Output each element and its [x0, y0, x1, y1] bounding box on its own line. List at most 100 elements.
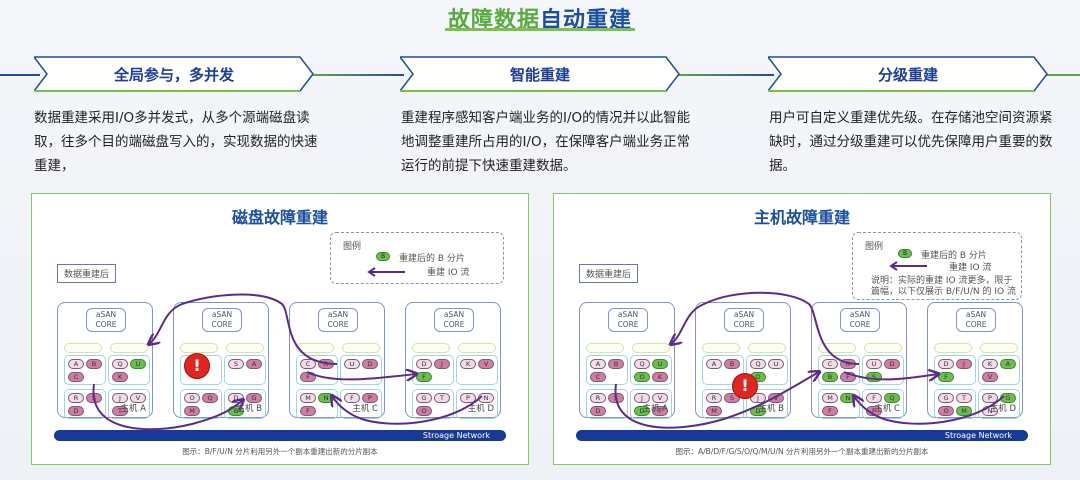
disk-slot [632, 343, 670, 353]
feature-title: 智能重建 [509, 66, 570, 84]
host-label: 主机 A [120, 404, 146, 414]
host-label: 主机 B [236, 404, 262, 414]
feature-title: 全局参与，多并发 [113, 66, 234, 84]
legend-box: 图例 B 重建后的 B 分片 重建 IO 流 说明：实际的重建 IO 流更多，限… [852, 232, 1022, 300]
shard-u: U [866, 359, 882, 369]
disk-slot [180, 343, 218, 353]
shard-s: S [86, 393, 102, 403]
shard-c: C [590, 372, 606, 382]
shard-b: B [608, 359, 624, 369]
shard-r: R [318, 359, 334, 369]
disk-slot [702, 343, 740, 353]
banner-shape [34, 56, 314, 92]
disk-slot [296, 343, 334, 353]
feature-description: 数据重建采用I/O多并发式，从多个源端磁盘读取，往多个目的端磁盘写入的，实现数据… [34, 110, 318, 174]
legend-title: 图例 [865, 242, 884, 252]
rebuilt-shard-f: F [416, 372, 432, 382]
shard-r: R [840, 359, 856, 369]
shard-j: J [956, 359, 972, 369]
legend-chip: B [376, 252, 390, 261]
rebuilt-shard-m: M [956, 406, 972, 416]
feature-description: 重建程序感知客户端业务的I/O的情况并以此智能地调整重建所占用的I/O，在保障客… [401, 110, 691, 174]
host-label: 主机 D [467, 404, 494, 414]
fault-warning-icon: ! [184, 353, 210, 379]
shard-m: M [822, 393, 838, 403]
legend-title: 图例 [343, 242, 362, 252]
shard-o: O [416, 406, 432, 416]
shard-q: Q [112, 359, 128, 369]
host-label: 主机 C [874, 404, 900, 414]
panel-title: 磁盘故障重建 [231, 208, 328, 227]
storage-network-bar: Stroage Network [576, 430, 1028, 441]
shard-q: Q [634, 359, 650, 369]
shard-k: K [982, 359, 998, 369]
legend-arrow-label: 重建 IO 流 [427, 268, 470, 278]
shard-b: B [86, 359, 102, 369]
disk-slot [110, 343, 148, 353]
rebuilt-shard-a: A [1000, 359, 1016, 369]
shard-o: O [184, 393, 200, 403]
panel-caption: 图示：A/B/D/F/G/S/O/Q/M/U/N 分片利用另外一个副本重建出新的… [675, 447, 929, 456]
host-label: 主机 D [989, 404, 1016, 414]
disk-slot [226, 343, 264, 353]
shard-c: C [300, 359, 316, 369]
shard-s: S [228, 359, 244, 369]
shard-k: K [112, 372, 128, 382]
rebuilt-shard-s: S [866, 372, 882, 382]
disk-slot [458, 343, 496, 353]
shard-f: F [300, 372, 316, 382]
shard-r: R [706, 393, 722, 403]
shard-d: D [884, 359, 900, 369]
shard-m: M [706, 406, 722, 416]
disk-slot [64, 343, 102, 353]
shard-d: D [362, 359, 378, 369]
shard-t: T [956, 393, 972, 403]
disk-slot [864, 343, 902, 353]
disk-slot [412, 343, 450, 353]
fault-warning-icon: ! [732, 373, 758, 399]
legend-box: 图例 B 重建后的 B 分片 重建 IO 流 [330, 232, 504, 284]
shard-k: K [460, 359, 476, 369]
shard-q: Q [202, 393, 218, 403]
shard-d: D [68, 406, 84, 416]
feature-banner-2: 智能重建 [400, 56, 680, 92]
shard-g: G [938, 393, 954, 403]
host-label: 主机 B [758, 404, 784, 414]
panel-caption: 图示：B/F/U/N 分片利用另外一个副本重建出新的分片副本 [182, 447, 378, 456]
rebuilt-shard-b: B [822, 372, 838, 382]
title-underline [445, 28, 635, 31]
shard-f: F [300, 406, 316, 416]
storage-network-bar: Stroage Network [54, 430, 506, 441]
shard-d: D [938, 359, 954, 369]
rebuilt-shard-u: U [652, 359, 668, 369]
host-label: 主机 A [642, 404, 668, 414]
legend-note-line-2: 篇幅，以下仅展示 B/F/U/N 的 IO 流 [871, 287, 1016, 297]
disk-slot [586, 343, 624, 353]
shard-v: V [982, 372, 998, 382]
shard-u: U [768, 359, 784, 369]
disk-slot [342, 343, 380, 353]
banner-shape [768, 56, 1048, 92]
legend-chip: B [898, 249, 912, 258]
after-rebuild-tag: 数据重建后 [57, 264, 117, 283]
shard-m: M [300, 393, 316, 403]
